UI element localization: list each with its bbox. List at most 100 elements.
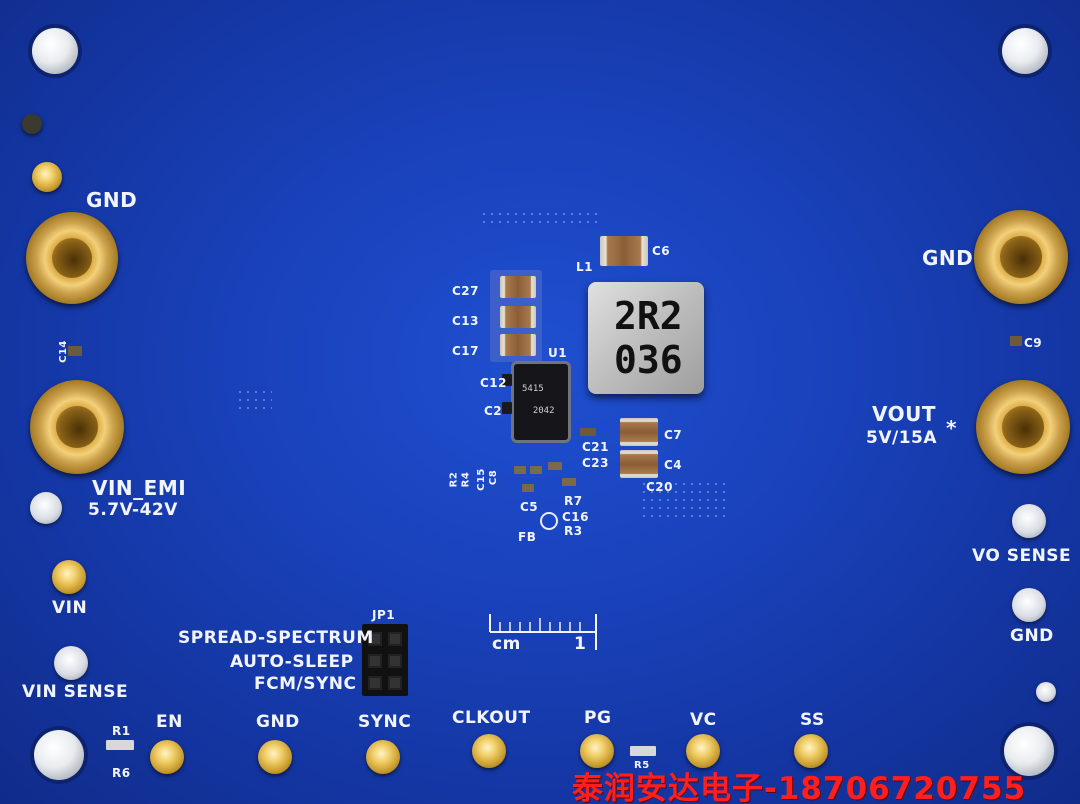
label-pin-clkout: CLKOUT [452,708,531,728]
component-c6 [600,236,648,266]
label-vout: VOUT [872,402,937,426]
turret-ss[interactable] [794,734,828,768]
label-fcm-sync: FCM/SYNC [254,674,357,694]
designator-c13: C13 [452,314,480,328]
label-pin-vc: VC [690,710,717,730]
designator-c15: C15 [475,468,487,491]
designator-c27: C27 [452,284,480,298]
turret-pg[interactable] [580,734,614,768]
header-pin [388,654,402,668]
designator-c7: C7 [664,428,683,442]
component-c27 [500,276,536,298]
component-c21 [580,428,596,436]
designator-r5: R5 [634,760,650,771]
designator-r6: R6 [112,766,131,780]
component-c9 [1010,336,1022,346]
mounting-hole-top-left [32,28,78,74]
component-c2 [502,402,512,414]
inductor-marking: 2R2 036 [614,294,683,382]
test-pad-fb[interactable] [540,512,558,530]
designator-c23: C23 [582,456,610,470]
turret-gnd[interactable] [258,740,292,774]
test-point-vin-emi[interactable] [30,492,62,524]
designator-c8: C8 [488,469,500,486]
designator-r4: R4 [460,471,472,488]
designator-l1: L1 [576,260,593,274]
label-ruler-one: 1 [574,634,587,654]
test-point-vo-sense[interactable] [1012,504,1046,538]
designator-c12: C12 [480,376,508,390]
via-field [236,388,272,412]
banana-jack-vin-emi[interactable] [30,380,124,474]
designator-c20: C20 [646,480,674,494]
turret-vin[interactable] [52,560,86,594]
component-r1 [106,740,134,750]
label-vin-sense: VIN SENSE [22,682,129,702]
turret-vc[interactable] [686,734,720,768]
ruler-scale [489,614,597,650]
label-vin-range: 5.7V-42V [88,500,178,520]
label-gnd-right-lower: GND [1010,626,1054,646]
designator-c16: C16 [562,510,590,524]
label-spread-spectrum: SPREAD-SPECTRUM [178,628,374,648]
label-vo-sense: VO SENSE [972,546,1072,566]
designator-c4: C4 [664,458,683,472]
test-point-gnd-right[interactable] [1012,588,1046,622]
turret-en[interactable] [150,740,184,774]
header-pin [368,654,382,668]
ic-marking: 5415 2042 [522,384,555,416]
designator-c5: C5 [520,500,539,514]
label-gnd-left: GND [86,188,138,212]
mounting-hole-bottom-left [34,730,84,780]
designator-r2: R2 [448,471,460,488]
label-vout-rating: 5V/15A [866,428,938,448]
label-jp1: JP1 [372,608,396,622]
label-gnd-right: GND [922,246,974,270]
banana-jack-gnd-left[interactable] [26,212,118,304]
label-pin-sync: SYNC [358,712,412,732]
jumper-header-jp1[interactable] [362,624,408,696]
designator-c9: C9 [1024,336,1043,350]
label-vin-emi: VIN_EMI [92,476,187,500]
component-cluster [522,484,534,492]
test-point-vin-sense[interactable] [54,646,88,680]
mounting-hole-top-right [1002,28,1048,74]
label-ruler-cm: cm [492,634,521,654]
designator-c6: C6 [652,244,671,258]
component-c17 [500,334,536,356]
label-asterisk: * [946,416,957,440]
component-c14 [68,346,82,356]
component-c4 [620,450,658,478]
label-auto-sleep: AUTO-SLEEP [230,652,354,672]
designator-u1: U1 [548,346,568,360]
label-fb: FB [518,530,537,544]
component-c12 [502,374,512,386]
header-pin [388,676,402,690]
component-c7 [620,418,658,446]
designator-r7: R7 [564,494,583,508]
via [22,114,42,134]
component-cluster [514,466,526,474]
inductor-l1: 2R2 036 [588,282,704,394]
label-pin-en: EN [156,712,183,732]
turret-sync[interactable] [366,740,400,774]
component-cluster [562,478,576,486]
mounting-hole-bottom-right [1004,726,1054,776]
designator-r1: R1 [112,724,131,738]
banana-jack-gnd-right[interactable] [974,210,1068,304]
component-r5 [630,746,656,756]
banana-jack-vout[interactable] [976,380,1070,474]
turret-clkout[interactable] [472,734,506,768]
label-pin-gnd: GND [256,712,300,732]
designator-c21: C21 [582,440,610,454]
header-pin [368,676,382,690]
via-field [480,210,600,226]
designator-c17: C17 [452,344,480,358]
via [32,162,62,192]
via [1036,682,1056,702]
label-pin-ss: SS [800,710,825,730]
label-vin: VIN [52,598,88,618]
label-pin-pg: PG [584,708,612,728]
component-cluster [530,466,542,474]
